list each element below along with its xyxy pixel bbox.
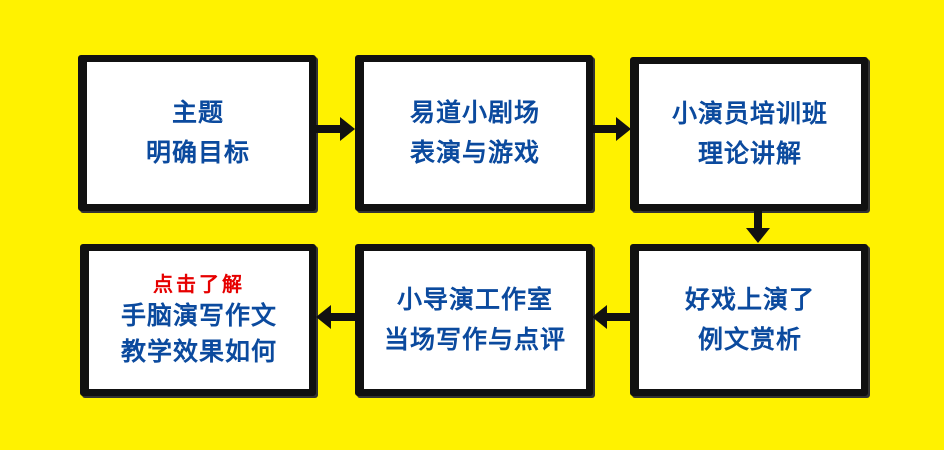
step-4-line-2: 例文赏析 [697, 325, 802, 354]
step-5-box: 小导演工作室 当场写作与点评 [355, 244, 593, 396]
step-3-line-2: 理论讲解 [697, 139, 802, 168]
step-5-line-1: 小导演工作室 [396, 285, 553, 314]
step-2-line-2: 表演与游戏 [409, 138, 540, 167]
step-6-line-2: 教学效果如何 [120, 337, 277, 366]
step-5-line-2: 当场写作与点评 [383, 325, 566, 354]
step-1-line-2: 明确目标 [145, 138, 250, 167]
step-2-line-1: 易道小剧场 [409, 98, 540, 127]
arrow-right-icon [316, 117, 355, 141]
step-4-box: 好戏上演了 例文赏析 [630, 244, 868, 396]
step-2-box: 易道小剧场 表演与游戏 [355, 55, 593, 211]
learn-more-link[interactable]: 点击了解 [153, 272, 245, 296]
step-1-line-1: 主题 [171, 98, 224, 127]
arrow-right-icon [592, 117, 631, 141]
step-6-box[interactable]: 点击了解 手脑演写作文 教学效果如何 [80, 244, 316, 396]
step-3-box: 小演员培训班 理论讲解 [630, 57, 868, 211]
step-1-box: 主题 明确目标 [78, 55, 316, 211]
step-6-line-1: 手脑演写作文 [120, 301, 277, 330]
step-3-line-1: 小演员培训班 [671, 99, 828, 128]
arrow-down-icon [746, 208, 770, 243]
arrow-left-icon [316, 305, 355, 329]
arrow-left-icon [592, 305, 631, 329]
step-4-line-1: 好戏上演了 [684, 285, 815, 314]
